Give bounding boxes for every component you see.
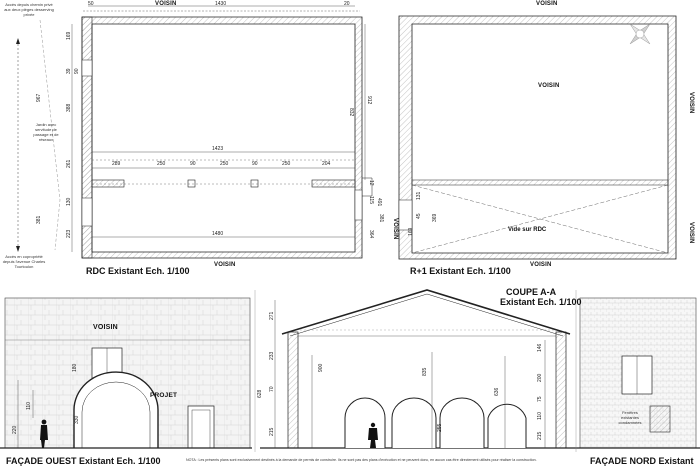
coupe-dim-146: 146	[537, 343, 543, 352]
rdc-dim-250a: 250	[157, 161, 166, 167]
r1-voisin-left: VOISIN	[392, 218, 398, 240]
r1-plan	[398, 15, 677, 260]
rdc-dim-90a: 90	[190, 161, 196, 167]
rdc-dim-381: 381	[36, 215, 42, 224]
rdc-dim-832: 832	[348, 108, 354, 117]
facade-ouest-dim-180: 180	[72, 363, 78, 372]
rdc-dim-1430: 1430	[215, 1, 227, 7]
rdc-dim-20: 20	[344, 1, 350, 7]
r1-voisin-mid: VOISIN	[538, 83, 560, 89]
coupe-title-line1: COUPE A-A	[506, 287, 557, 297]
rdc-dim-381r: 381	[378, 214, 384, 223]
coupe-dim-215r: 215	[537, 431, 543, 440]
r1-voisin-right-bottom: VOISIN	[688, 222, 694, 244]
rdc-dim-250c: 250	[282, 161, 291, 167]
rdc-dim-90b: 90	[252, 161, 258, 167]
facade-ouest-title: FAÇADE OUEST Existant Ech. 1/100	[6, 456, 161, 466]
rdc-dim-50: 50	[88, 1, 94, 7]
coupe-dim-900: 900	[318, 363, 324, 372]
rdc-dim-1480: 1480	[212, 231, 224, 237]
r1-dim-491: 491	[376, 198, 382, 207]
rdc-dim-223: 223	[66, 229, 72, 238]
facade-ouest-voisin: VOISIN	[93, 324, 118, 331]
coupe-dim-70: 70	[269, 386, 275, 392]
coupe-dim-215: 215	[269, 427, 275, 436]
r1-voisin-right-top: VOISIN	[688, 92, 694, 114]
rdc-dim-388: 388	[66, 103, 72, 112]
coupe-dim-636: 636	[494, 387, 500, 396]
r1-dim-45: 45	[416, 213, 422, 219]
facade-ouest	[0, 297, 252, 449]
facade-ouest-projet: PROJET	[150, 392, 178, 399]
footer-note: NOTA : Les présents plans sont exclusive…	[186, 458, 537, 462]
rdc-dim-130: 130	[66, 197, 72, 206]
rdc-dim-250b: 250	[220, 161, 229, 167]
coupe-dim-200: 200	[537, 373, 543, 382]
rdc-title: RDC Existant Ech. 1/100	[86, 266, 190, 276]
facade-ouest-dim-330: 330	[74, 415, 80, 424]
rdc-dim-169: 169	[66, 31, 72, 40]
rdc-dim-115: 115	[368, 196, 374, 204]
facade-nord-title: FAÇADE NORD Existant	[590, 456, 694, 466]
coupe-dim-110: 110	[537, 412, 543, 420]
r1-title: R+1 Existant Ech. 1/100	[410, 266, 511, 276]
person-figure-icon	[40, 419, 48, 448]
r1-dim-369: 369	[432, 213, 438, 222]
rdc-note-top: Accès depuis chemin privé aux deux piège…	[4, 2, 54, 17]
rdc-voisin-top: VOISIN	[155, 1, 177, 7]
rdc-dim-204: 204	[322, 161, 331, 167]
rdc-dim-364: 364	[368, 230, 374, 239]
r1-voisin-top: VOISIN	[536, 1, 558, 7]
coupe-dim-75: 75	[537, 396, 543, 402]
rdc-dim-967: 967	[36, 93, 42, 102]
coupe-dim-255: 255	[437, 423, 443, 432]
rdc-dim-912: 912	[366, 96, 372, 105]
r1-dim-131: 131	[416, 191, 422, 200]
rdc-voisin-bottom: VOISIN	[214, 262, 236, 268]
rdc-dim-1423: 1423	[212, 146, 224, 152]
r1-dim-169: 169	[408, 227, 414, 236]
rdc-plan	[16, 5, 373, 259]
coupe-dim-233: 233	[269, 351, 275, 360]
coupe-dim-271: 271	[269, 311, 275, 320]
r1-vide-label: Vide sur RDC	[508, 227, 547, 233]
rdc-dim-90: 90	[74, 68, 80, 74]
rdc-dim-39: 39	[66, 68, 72, 74]
rdc-dim-12: 12	[368, 180, 374, 186]
rdc-note-jardin: Jardin avec servitude de passage et de r…	[33, 122, 59, 142]
facade-nord-note: Fenêtres existantes condamnées	[618, 410, 642, 425]
rdc-dim-289: 289	[112, 161, 121, 167]
rdc-note-bottom: Accès en copropriété depuis l'avenue Cha…	[2, 254, 46, 269]
coupe-title-line2: Existant Ech. 1/100	[500, 297, 582, 307]
r1-voisin-bottom: VOISIN	[530, 262, 552, 268]
coupe-aa	[260, 289, 578, 449]
coupe-dim-628: 628	[257, 389, 263, 398]
facade-ouest-dim-220: 220	[12, 425, 18, 434]
facade-nord	[578, 297, 700, 449]
north-arrow-icon	[629, 23, 651, 45]
rdc-dim-261: 261	[66, 159, 72, 168]
coupe-dim-835: 835	[422, 367, 428, 376]
facade-ouest-dim-110: 110	[26, 402, 32, 410]
